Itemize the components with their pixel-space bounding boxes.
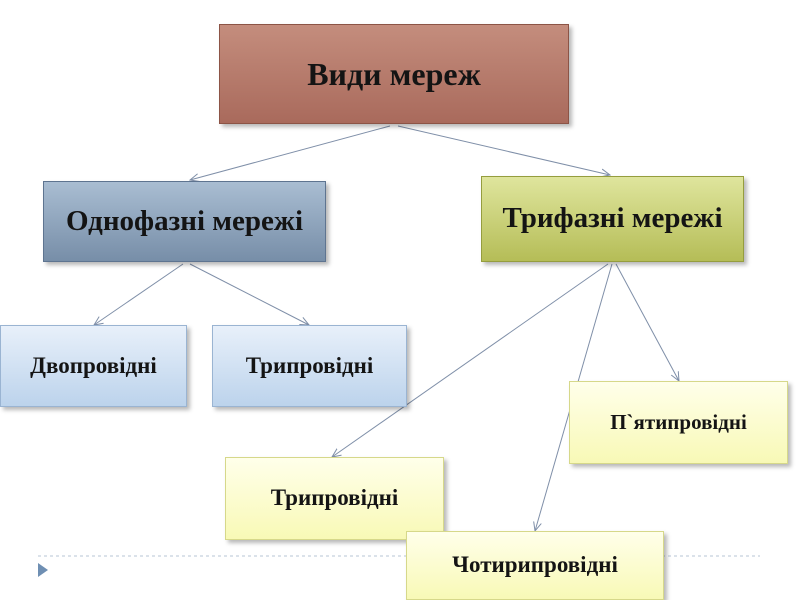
connector-single-dvo bbox=[94, 263, 184, 325]
slide-marker-icon bbox=[38, 563, 48, 577]
connector-root-single bbox=[190, 125, 391, 180]
node-network-types: Види мереж bbox=[219, 24, 569, 124]
node-two-wire: Двопровідні bbox=[0, 325, 187, 407]
node-single-phase: Однофазні мережі bbox=[43, 181, 326, 262]
node-five-wire-label: П`ятипровідні bbox=[610, 410, 747, 435]
node-network-types-label: Види мереж bbox=[307, 55, 481, 92]
node-three-phase-label: Трифазні мережі bbox=[502, 202, 723, 235]
node-four-wire-label: Чотирипровідні bbox=[452, 552, 618, 578]
node-three-phase: Трифазні мережі bbox=[481, 176, 744, 262]
node-single-three-wire-label: Трипровідні bbox=[245, 352, 374, 378]
connector-three-tri bbox=[332, 263, 609, 457]
connector-three-pyat bbox=[615, 263, 679, 381]
connector-root-three bbox=[397, 125, 610, 175]
node-single-three-wire: Трипровідні bbox=[212, 325, 407, 407]
node-three-phase-three-wire: Трипровідні bbox=[225, 457, 444, 540]
node-single-phase-label: Однофазні мережі bbox=[66, 204, 303, 237]
node-two-wire-label: Двопровідні bbox=[30, 352, 157, 378]
node-three-phase-three-wire-label: Трипровідні bbox=[270, 485, 399, 511]
node-five-wire: П`ятипровідні bbox=[569, 381, 788, 464]
connector-single-tri bbox=[189, 263, 309, 325]
node-four-wire: Чотирипровідні bbox=[406, 531, 664, 600]
